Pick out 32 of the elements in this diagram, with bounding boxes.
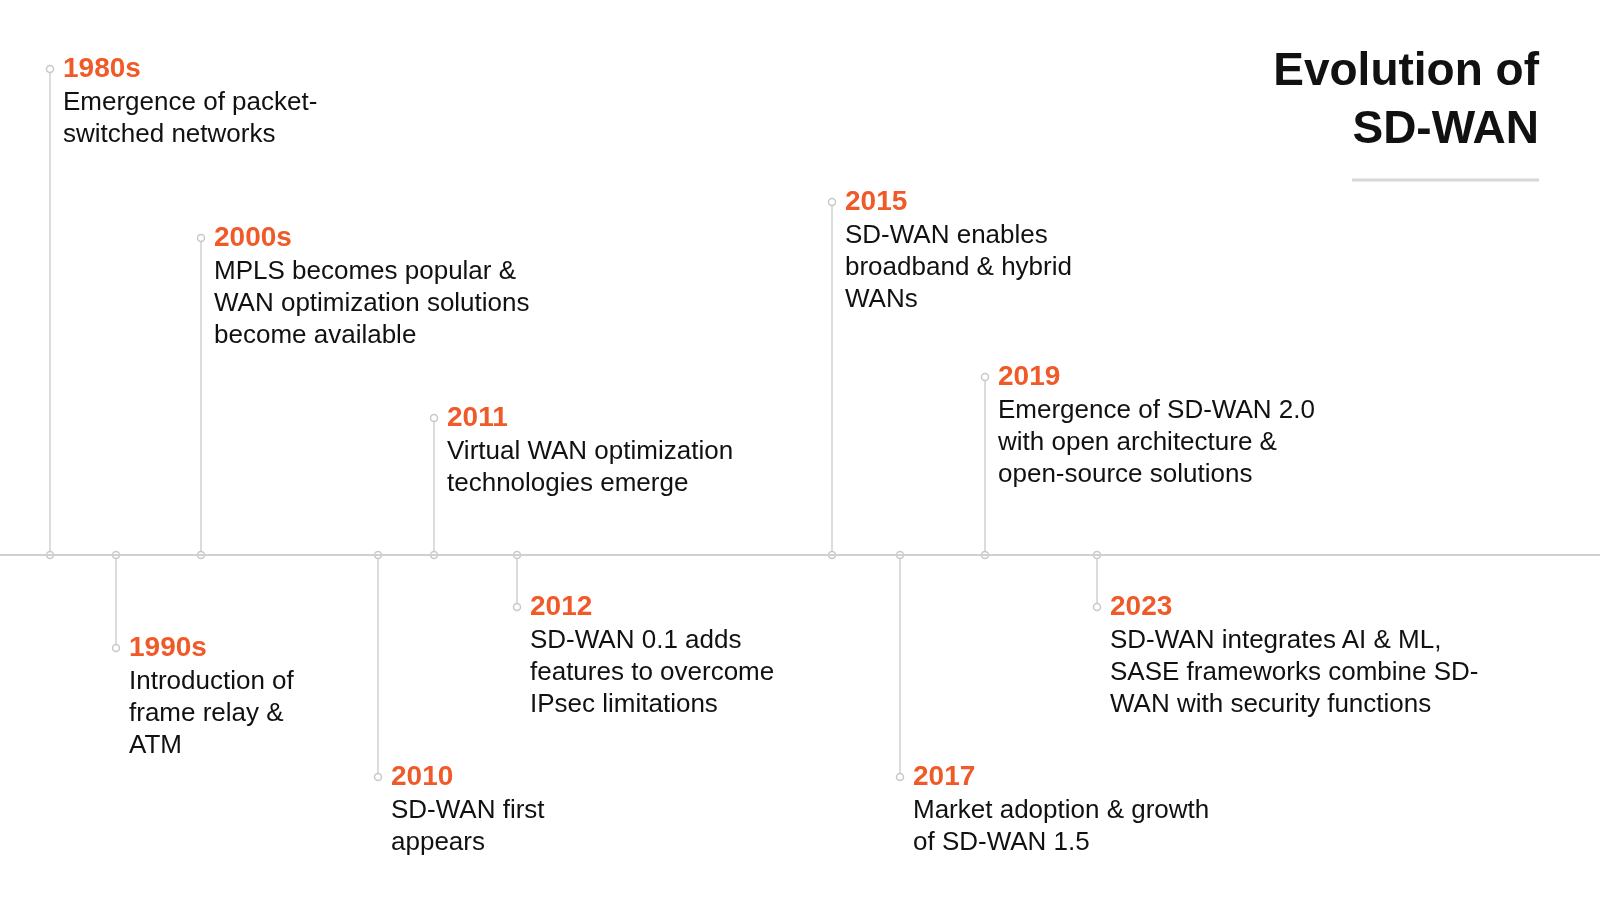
year-label: 1980s — [63, 51, 141, 85]
year-label: 2011 — [447, 400, 508, 434]
event-description: Virtual WAN optimization technologies emerge — [447, 434, 735, 498]
year-label: 2015 — [845, 184, 908, 218]
timeline-stem — [373, 550, 383, 782]
event-description: Emergence of SD-WAN 2.0 with open architecture & open-source solutions — [998, 393, 1316, 489]
timeline-stem — [111, 550, 121, 653]
event-description: SD-WAN 0.1 adds features to overcome IPsec limitations — [530, 623, 776, 719]
title: Evolution of SD-WAN — [1272, 42, 1539, 155]
timeline-stem — [827, 197, 837, 560]
year-label: 2023 — [1110, 589, 1173, 623]
timeline-axis — [0, 554, 1600, 556]
event-description: Market adoption & growth of SD-WAN 1.5 — [913, 793, 1211, 857]
event-description: Introduction of frame relay & ATM — [129, 664, 295, 760]
timeline-stem — [196, 233, 206, 560]
year-label: 2019 — [998, 359, 1061, 393]
timeline-stem — [512, 550, 522, 612]
timeline-stem — [980, 372, 990, 560]
event-description: Emergence of packet-switched networks — [63, 85, 319, 149]
year-label: 2010 — [391, 759, 454, 793]
timeline-stem — [1092, 550, 1102, 612]
event-description: MPLS becomes popular & WAN optimization solutions become available — [214, 254, 531, 350]
year-label: 2000s — [214, 220, 292, 254]
timeline-stem — [45, 64, 55, 560]
year-label: 2012 — [530, 589, 593, 623]
year-label: 1990s — [129, 630, 207, 664]
year-label: 2017 — [913, 759, 976, 793]
event-description: SD-WAN enables broadband & hybrid WANs — [845, 218, 1073, 314]
timeline-stem — [429, 413, 439, 560]
event-description: SD-WAN integrates AI & ML, SASE frameworks combine SD-WAN with security functions — [1110, 623, 1480, 719]
event-description: SD-WAN first appears — [391, 793, 546, 857]
timeline-stem — [895, 550, 905, 782]
